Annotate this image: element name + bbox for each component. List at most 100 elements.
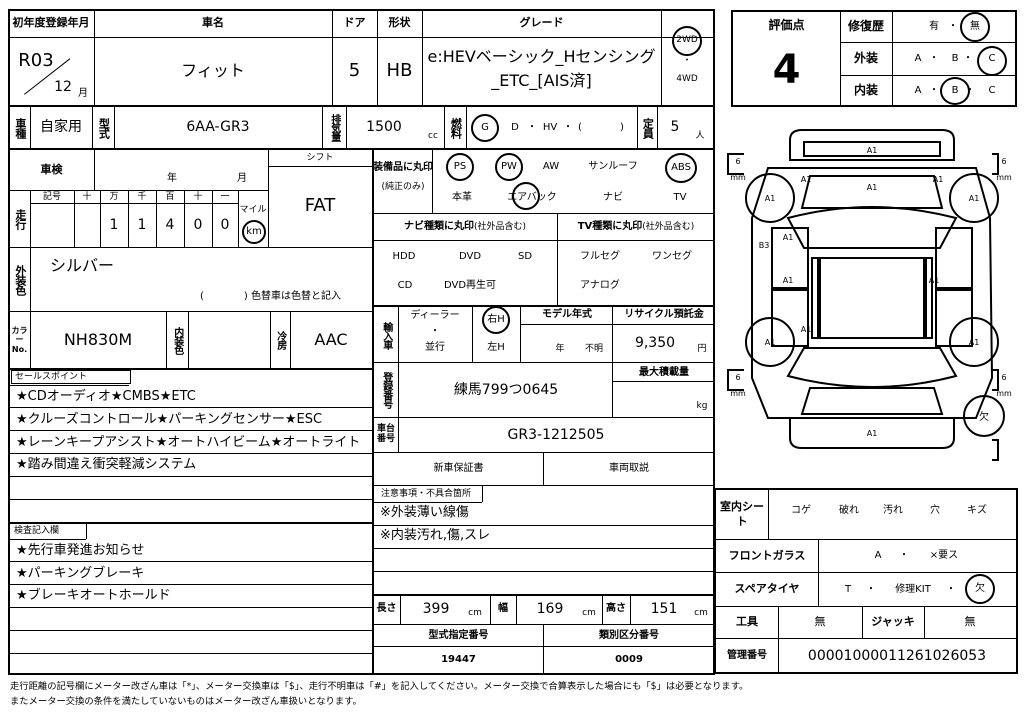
windshield-shape xyxy=(786,206,958,249)
spare-label: スペアタイヤ xyxy=(734,582,800,596)
import-left-h: 左H xyxy=(487,342,505,354)
interior-c: C xyxy=(988,85,996,97)
tire-label: mm xyxy=(730,389,746,398)
navi-dvd-play: DVD再生可 xyxy=(443,280,497,292)
equip-abs: ABS xyxy=(671,162,691,174)
diagram-mark: A1 xyxy=(801,325,812,334)
inspection-note-line: ★ブレーキオートホールド xyxy=(16,587,171,603)
model-year-year: 年 xyxy=(555,343,565,354)
interior-label: 内装 xyxy=(853,83,878,98)
interior-b: B xyxy=(951,85,959,97)
fuel-g-circle xyxy=(471,114,499,142)
mileage-label: 走行 xyxy=(13,209,27,229)
front-bumper-inner xyxy=(803,141,941,157)
displacement-value: 1500 xyxy=(366,119,402,136)
airbag-circle xyxy=(512,182,540,210)
windshield-dot: ・ xyxy=(899,550,909,562)
score-label: 評価点 xyxy=(768,18,805,33)
diagram-mark: A1 xyxy=(801,175,812,184)
rear-bumper-outline xyxy=(789,417,955,449)
sales-line: ★CDオーディオ★CMBS★ETC xyxy=(16,388,196,404)
navi-dvd: DVD xyxy=(458,251,482,263)
repair-no: 無 xyxy=(970,20,980,32)
tv-analog: アナログ xyxy=(580,280,620,292)
mileage-h-2: 万 xyxy=(109,191,119,202)
tire-bracket-fr xyxy=(992,153,999,175)
fuel-dot2: ・ xyxy=(563,122,573,134)
spare-t: T xyxy=(844,583,852,595)
tire-bracket-rr xyxy=(992,369,999,391)
tv-label-text: TV種類に丸印 xyxy=(577,221,643,233)
height-label: 高さ xyxy=(606,603,626,615)
equip-aw: AW xyxy=(542,161,560,173)
drive-2wd-circle xyxy=(672,26,702,56)
recycle-unit: 円 xyxy=(697,343,707,354)
model-value: 6AA-GR3 xyxy=(186,119,250,136)
spare-missing: 欠 xyxy=(975,583,985,595)
spare-kit: 修理KIT xyxy=(895,583,931,595)
pillar-right xyxy=(925,257,933,339)
door-rear-left xyxy=(771,289,809,347)
interior-dot: ・ xyxy=(929,85,939,97)
ac-label: 冷房 xyxy=(274,331,286,349)
diagram-mark: A1 xyxy=(867,146,878,155)
right-h-circle xyxy=(482,306,510,334)
diagram-mark: A1 xyxy=(765,194,776,203)
import-right-h: 右H xyxy=(487,314,505,326)
inspection-notes-label: 検査記入欄 xyxy=(14,525,60,536)
first-reg-month: 12 xyxy=(54,78,72,95)
door-front-left xyxy=(771,227,809,289)
shift-label: シフト xyxy=(306,152,334,163)
interior-color-label: 内装色 xyxy=(171,326,183,354)
category-value: 0009 xyxy=(615,654,643,666)
grade-line-1: e:HEVベーシック_Hセンシング xyxy=(427,46,656,66)
jack-label: ジャッキ xyxy=(871,615,915,629)
shape-value: HB xyxy=(386,60,413,82)
seat-burn: コゲ xyxy=(791,505,811,517)
exterior-c-circle xyxy=(977,46,1007,76)
footer-line-2: またメーター交換の条件を満たしていないものはメーター改ざん車扱いとなります。 xyxy=(10,695,362,707)
diagram-mark: A1 xyxy=(765,338,776,347)
tire-label: 6 xyxy=(1001,157,1006,166)
usage-label: 車種 xyxy=(13,117,27,138)
navi-label-sub: (社外品含む) xyxy=(473,221,527,232)
model-year-unknown: 不明 xyxy=(584,343,603,354)
mileage-h-5: 十 xyxy=(193,191,203,202)
front-bumper-outline xyxy=(789,129,955,161)
drive-4wd: 4WD xyxy=(676,73,698,84)
capacity-unit: 人 xyxy=(695,130,705,141)
equip-ps: PS xyxy=(453,161,467,173)
shape-label: 形状 xyxy=(388,16,411,30)
spare-missing-mark: 欠 xyxy=(979,410,989,423)
roof xyxy=(819,257,925,339)
caution-line: ※外装薄い線傷 xyxy=(380,504,469,520)
sales-line: ★クルーズコントロール★パーキングセンサー★ESC xyxy=(16,411,323,427)
diagram-mark: A1 xyxy=(969,338,980,347)
cautions-label: 注意事項・不具合箇所 xyxy=(381,488,472,499)
tire-label: 6 xyxy=(1001,373,1006,382)
tire-label: mm xyxy=(996,389,1012,398)
abs-circle xyxy=(665,153,697,183)
diagram-mark: A1 xyxy=(933,175,944,184)
hood xyxy=(800,175,944,209)
navi-sd: SD xyxy=(517,251,533,263)
mileage-digit: 0 xyxy=(193,216,203,233)
trunk xyxy=(800,387,944,415)
equipment-label-sub: (純正のみ) xyxy=(381,181,425,192)
color-change-note: ( ) 色替車は色替と記入 xyxy=(200,291,341,303)
diagram-mark: A1 xyxy=(929,276,940,285)
tv-oneseg: ワンセグ xyxy=(652,251,692,263)
main-form-frame xyxy=(8,9,715,675)
shaken-year-unit: 年 xyxy=(167,173,177,185)
tire-label: mm xyxy=(996,173,1012,182)
spare-dot2: ・ xyxy=(946,583,956,595)
import-dot: ・ xyxy=(430,326,440,338)
windshield-label: フロントガラス xyxy=(728,548,806,562)
color-no-value: NH830M xyxy=(63,329,133,349)
drive-2wd: 2WD xyxy=(676,34,698,45)
mgmt-value: 00001000011261026053 xyxy=(807,647,987,664)
repair-label: 修復歴 xyxy=(847,18,884,33)
chassis-value: GR3-1212505 xyxy=(507,426,605,443)
windshield-a: A xyxy=(874,550,882,562)
body-outline xyxy=(751,167,994,419)
